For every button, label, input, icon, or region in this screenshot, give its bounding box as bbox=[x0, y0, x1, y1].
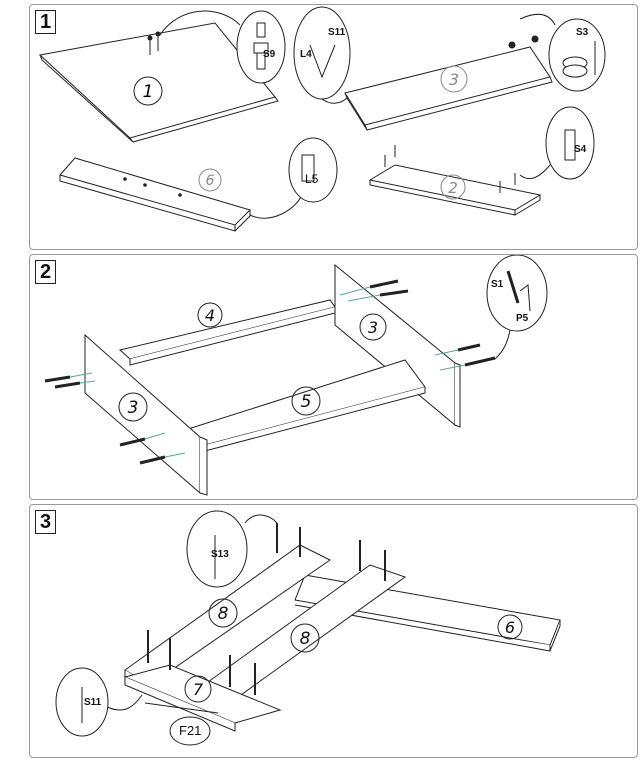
board-3 bbox=[344, 35, 553, 131]
board-6 bbox=[59, 157, 251, 232]
wood-screws bbox=[147, 523, 386, 695]
callout-l5 bbox=[249, 137, 338, 219]
callout-s1-p5 bbox=[486, 255, 548, 360]
step-3-illustration: 8 8 6 7 S13 S11 F21 bbox=[55, 510, 561, 746]
part-label-3-right: 3 bbox=[368, 318, 378, 337]
cam-bolts bbox=[44, 279, 496, 465]
callout-label-l4: L4 bbox=[300, 49, 312, 60]
step-1-number: 1 bbox=[35, 10, 56, 34]
part-label-2: 2 bbox=[448, 179, 458, 197]
step-2-illustration: 4 3 3 5 S1 P5 bbox=[44, 255, 548, 496]
part-label-3-left: 3 bbox=[128, 398, 139, 418]
bracket-f21 bbox=[144, 702, 219, 746]
step-2-panel: 2 bbox=[29, 254, 638, 500]
part-label-7: 7 bbox=[193, 680, 204, 699]
callout-s13 bbox=[186, 510, 278, 588]
board-1-screws bbox=[147, 31, 161, 55]
part-label-6: 6 bbox=[206, 173, 215, 189]
part-label-6: 6 bbox=[505, 618, 515, 637]
callout-s9 bbox=[159, 10, 286, 84]
callout-label-s3: S3 bbox=[576, 27, 589, 38]
callout-label-f21: F21 bbox=[179, 723, 201, 738]
callout-s4 bbox=[519, 106, 595, 180]
callout-s3 bbox=[519, 13, 606, 92]
callout-label-s4: S4 bbox=[574, 144, 587, 155]
board-4 bbox=[118, 299, 336, 360]
part-label-4: 4 bbox=[205, 306, 215, 325]
part-label-8-right: 8 bbox=[300, 629, 311, 649]
callout-label-l5: L5 bbox=[305, 172, 319, 186]
step-1-illustration: 1 3 6 2 S9 S11 L4 S3 S4 L5 bbox=[38, 6, 606, 232]
callout-label-s13: S13 bbox=[211, 549, 229, 560]
callout-label-s11: S11 bbox=[328, 27, 346, 38]
callout-label-s1: S1 bbox=[491, 279, 504, 290]
part-label-5: 5 bbox=[301, 392, 312, 412]
part-label-3: 3 bbox=[449, 70, 459, 89]
step-1-part-labels: 1 3 6 2 bbox=[133, 65, 468, 200]
board-2 bbox=[368, 145, 542, 216]
part-label-1: 1 bbox=[143, 82, 154, 102]
callout-label-s11: S11 bbox=[84, 697, 102, 708]
step-2-number: 2 bbox=[35, 260, 56, 284]
callout-s11 bbox=[55, 667, 143, 737]
step-1-panel: 1 bbox=[29, 4, 638, 250]
callout-label-p5: P5 bbox=[516, 313, 529, 324]
step-3-number: 3 bbox=[35, 510, 56, 534]
callout-label-s9: S9 bbox=[263, 49, 276, 60]
part-label-8-left: 8 bbox=[218, 604, 229, 624]
callout-l4-s11 bbox=[293, 6, 351, 104]
step-3-panel: 3 bbox=[29, 504, 638, 758]
